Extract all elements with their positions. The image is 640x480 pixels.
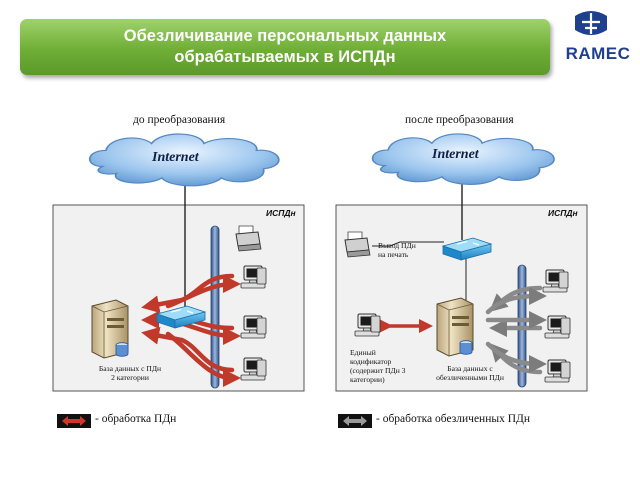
computer-icon-left-3 [240,357,267,381]
database-icon-right [459,340,473,355]
ramec-logo-emblem [575,11,607,35]
right-server-label-line2: обезличенными ПДн [436,373,504,382]
computer-icon-right-3 [544,359,571,383]
ramec-logo-text: RAMEC [565,44,631,63]
right-caption: после преобразования [405,114,514,126]
network-bus-left [210,225,220,389]
slide-title: Обезличивание персональных данных обраба… [20,19,550,75]
legend [57,414,372,428]
gray-arrows-right [485,285,547,375]
left-server-label-line2: 2 категории [111,373,149,382]
database-icon-left [115,342,129,357]
left-cloud-label: Internet [152,150,199,165]
left-panel [52,133,305,392]
legend-gray-symbol [338,414,372,428]
gray-arrow-4 [485,287,547,315]
computer-icon-left-1 [240,265,267,289]
right-cloud-label: Internet [432,147,479,162]
legend-right-text: - обработка обезличенных ПДн [376,413,531,425]
computer-icon-right-2 [544,315,571,339]
right-server-label: База данных с обезличенными ПДн [431,364,509,382]
slide-title-line2: обрабатываемых в ИСПДн [174,48,396,66]
legend-red-symbol [57,414,91,428]
codifier-computer-icon [354,313,381,337]
red-arrow-4 [165,275,241,309]
left-server-label: База данных с ПДн 2 категории [90,364,170,382]
right-panel [335,133,588,392]
computer-icon-left-2 [240,315,267,339]
printer-link [372,241,444,247]
codifier-label: Единый кодификатор (содержит ПДн 3 катег… [350,348,405,384]
red-arrow-6 [165,331,241,387]
printer-label-line1: Вывод ПДн [378,241,416,250]
codifier-label-line3: (содержит ПДн 3 [350,366,406,375]
codifier-label-line4: категории) [350,375,385,384]
right-server-label-line1: База данных с [447,364,493,373]
computer-icon-right-1 [542,269,569,293]
printer-label-line2: на печать [378,250,409,259]
left-server-label-line1: База данных с ПДн [98,364,162,373]
codifier-label-line2: кодификатор [350,357,392,366]
printer-label: Вывод ПДн на печать [378,241,416,259]
left-caption: до преобразования [133,114,226,126]
right-zone-label: ИСПДн [548,208,578,218]
gray-arrow-6 [485,341,547,373]
left-zone-label: ИСПДн [266,208,296,218]
ramec-logo: RAMEC [556,8,640,68]
legend-left-text: - обработка ПДн [95,413,177,425]
slide-title-line1: Обезличивание персональных данных [123,27,447,45]
codifier-label-line1: Единый [350,348,376,357]
links-right [372,241,467,300]
